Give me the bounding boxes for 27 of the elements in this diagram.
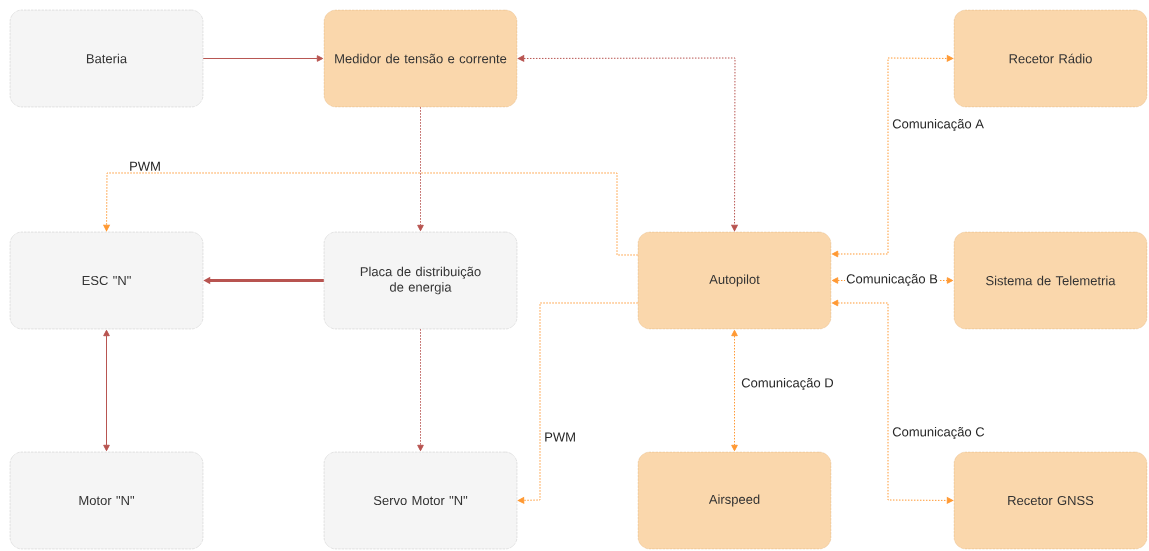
edge-label: PWM [543,431,577,443]
arrow [517,55,738,232]
arrow [202,55,324,62]
arrow [103,329,110,452]
process-box: Recetor Rádio [953,9,1148,108]
process-box: Servo Motor "N" [323,451,518,550]
process-box: Autopilot [637,231,832,330]
process-box: Motor "N" [9,451,204,550]
process-box: Airspeed [637,451,832,550]
arrow [831,55,954,258]
edge-label: Comunicação A [891,117,985,133]
process-box: Placa de distribuição de energia [323,231,518,330]
edge-label: PWM [128,160,162,172]
process-box: Recetor GNSS [953,451,1148,550]
process-box: Bateria [9,9,204,108]
edge-label: Comunicação B [845,272,939,288]
edge-label: Comunicação D [740,376,835,392]
process-box: ESC "N" [9,231,204,330]
arrow [731,329,738,452]
edge-label: Comunicação C [891,425,986,441]
arrow [417,106,424,232]
arrow [517,302,639,504]
process-box: Medidor de tensão e corrente [323,9,518,108]
arrow [103,172,639,256]
process-box: Sistema de Telemetria [953,231,1148,330]
arrow [417,328,424,452]
arrow [831,299,954,504]
